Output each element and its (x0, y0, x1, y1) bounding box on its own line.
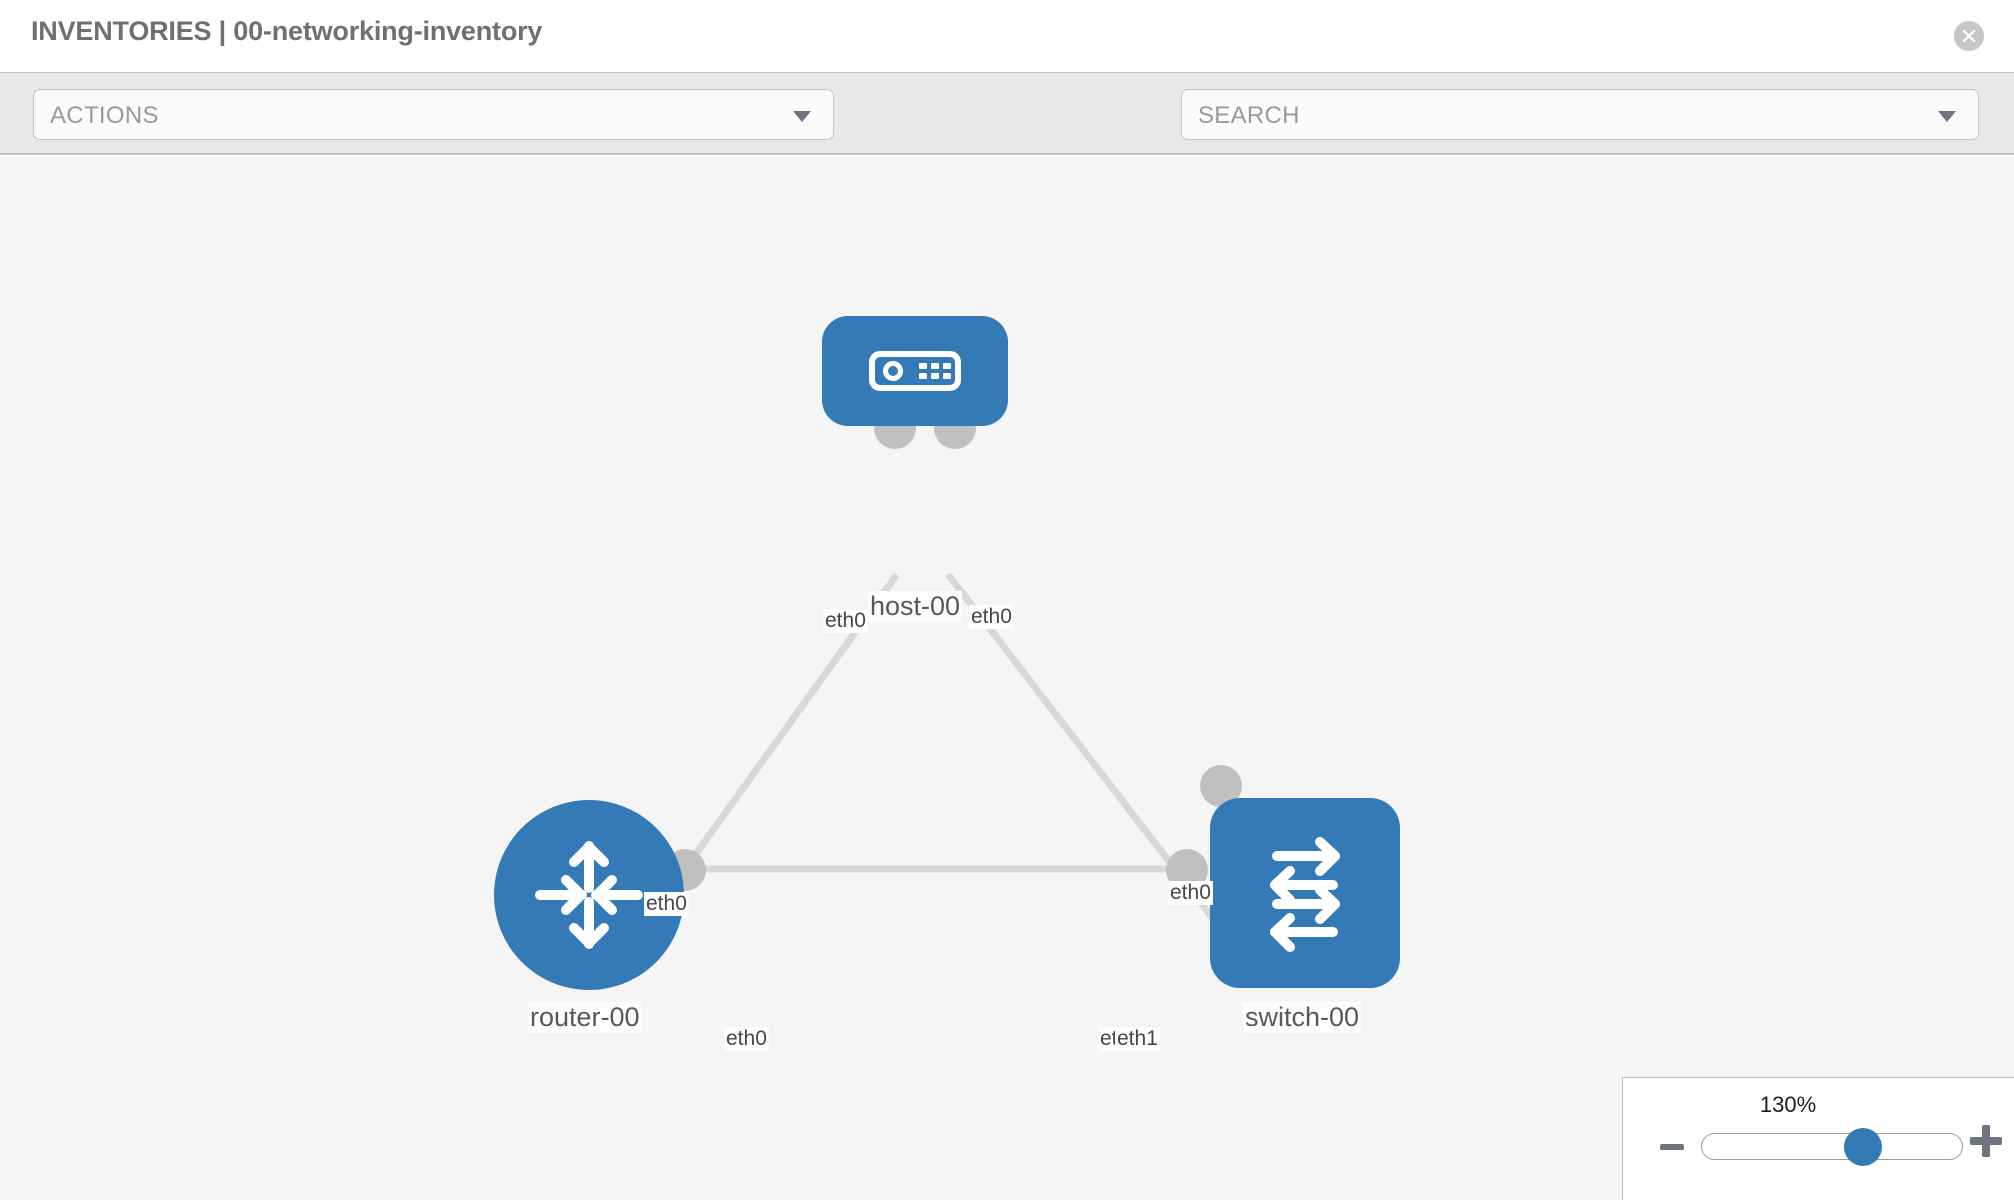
server-icon (869, 351, 961, 391)
actions-dropdown[interactable]: ACTIONS (33, 89, 834, 140)
topology-links (596, 573, 1239, 991)
chevron-down-icon (793, 111, 811, 122)
switch-arrows-icon (1270, 837, 1340, 952)
node-label-router-00: router-00 (528, 1002, 642, 1033)
edge-label: eth0 (969, 605, 1014, 629)
node-host-00[interactable] (822, 316, 1008, 426)
zoom-in-button[interactable] (1968, 1123, 2004, 1164)
plus-icon (1970, 1125, 2002, 1157)
node-switch-00[interactable] (1210, 798, 1400, 988)
edge-label: eth1 (1115, 1027, 1160, 1051)
actions-dropdown-label: ACTIONS (50, 102, 159, 129)
minus-icon (1660, 1144, 1684, 1150)
edge-label: eth0 (644, 892, 689, 916)
edge-label: eth0 (724, 1027, 769, 1051)
zoom-slider[interactable] (1701, 1128, 1963, 1166)
chevron-down-icon[interactable] (1938, 111, 1956, 122)
zoom-control-panel: 130% (1622, 1077, 2014, 1200)
search-input[interactable]: SEARCH (1181, 89, 1979, 140)
close-icon[interactable] (1954, 21, 1984, 51)
router-arrows-icon (535, 841, 643, 949)
edge-label: eth0 (1168, 881, 1213, 905)
edge-label: eth0 (823, 609, 868, 633)
node-label-host-00: host-00 (868, 591, 963, 622)
page-header: INVENTORIES | 00-networking-inventory (0, 0, 2014, 72)
zoom-slider-handle[interactable] (1844, 1128, 1883, 1166)
node-switch-00-shape[interactable] (1210, 798, 1400, 988)
page-title: INVENTORIES | 00-networking-inventory (31, 16, 543, 46)
node-host-00-shape[interactable] (822, 316, 1008, 426)
search-placeholder: SEARCH (1198, 102, 1300, 129)
zoom-out-button[interactable] (1658, 1133, 1686, 1166)
node-label-switch-00: switch-00 (1243, 1002, 1362, 1033)
topology-canvas[interactable]: eth0 eth0 eth0 eth0 eth0 eth eth1 host-0… (0, 157, 2014, 1200)
toolbar: ACTIONS SEARCH (0, 72, 2014, 201)
zoom-level-label: 130% (1759, 1092, 1817, 1117)
